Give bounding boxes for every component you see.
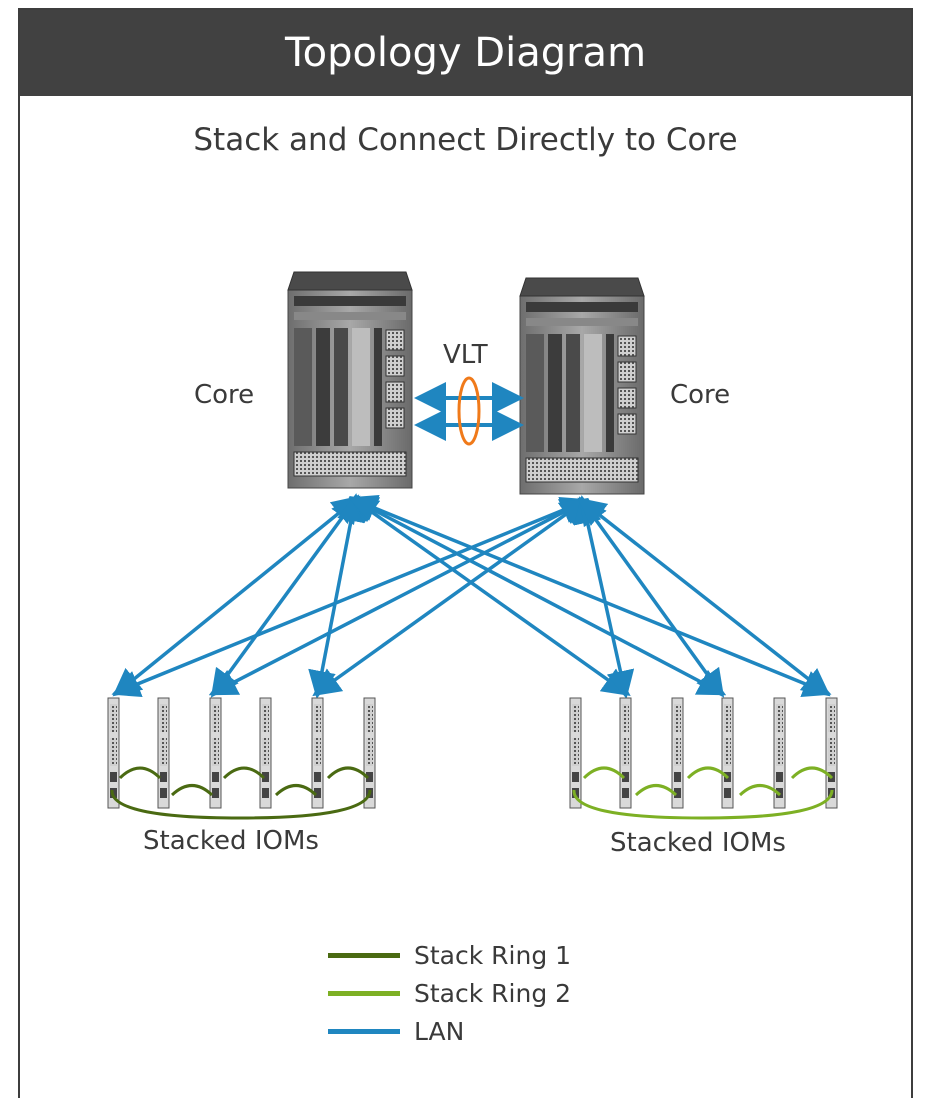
- legend-swatch-stack-ring-2: [328, 990, 400, 996]
- stacked-ioms-right: [569, 697, 838, 820]
- legend-swatch-lan: [328, 1028, 400, 1034]
- legend-label: Stack Ring 1: [414, 940, 572, 970]
- vlt-links: [414, 376, 524, 446]
- core-switch-right-icon: [519, 277, 645, 495]
- page-title-banner: Topology Diagram: [20, 10, 911, 96]
- stacked-ioms-label-left: Stacked IOMs: [143, 826, 319, 856]
- legend: Stack Ring 1 Stack Ring 2 LAN: [328, 936, 571, 1050]
- stacked-ioms-label-right: Stacked IOMs: [610, 828, 786, 858]
- core-label-left: Core: [194, 380, 255, 410]
- core-switch-left-icon: [287, 271, 413, 489]
- legend-item-stack-ring-1: Stack Ring 1: [328, 936, 571, 974]
- legend-item-stack-ring-2: Stack Ring 2: [328, 974, 571, 1012]
- core-label-right: Core: [670, 380, 731, 410]
- stacked-ioms-left: [107, 697, 376, 820]
- diagram-subtitle: Stack and Connect Directly to Core: [193, 122, 738, 158]
- lan-links: [111, 493, 832, 699]
- legend-label: LAN: [414, 1016, 465, 1046]
- legend-label: Stack Ring 2: [414, 978, 572, 1008]
- legend-item-lan: LAN: [328, 1012, 571, 1050]
- legend-swatch-stack-ring-1: [328, 952, 400, 958]
- page-title: Topology Diagram: [284, 30, 647, 76]
- vlt-label: VLT: [443, 340, 488, 370]
